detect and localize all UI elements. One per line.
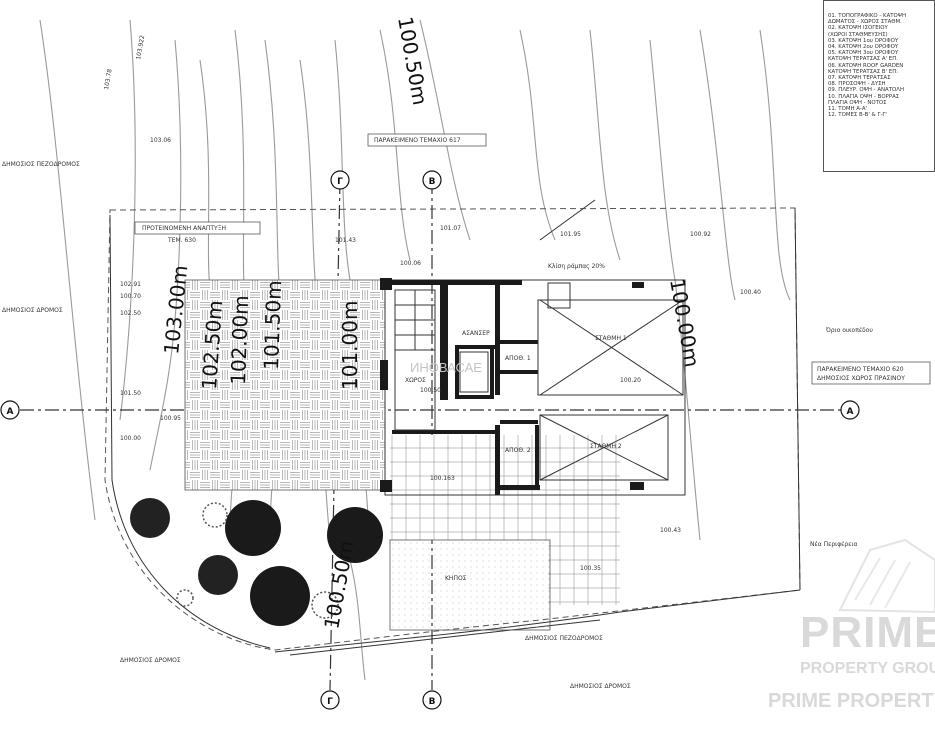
street-label: ΔΗΜΟΣΙΟΣ ΠΕΖΟΔΡΟΜΟΣ <box>2 161 80 168</box>
axis-bubble-gamma-top: Γ <box>330 170 350 190</box>
svg-text:101.50: 101.50 <box>120 390 141 397</box>
legend-item: 12. ΤΟΜΕΣ Β-Β' & Γ-Γ' <box>828 112 887 119</box>
center-watermark: ИНОВАСАЕ <box>410 360 482 375</box>
svg-text:Γ: Γ <box>337 177 343 187</box>
legend-item: ΔΩΜΑΤΟΣ - ΧΩΡΟΣ ΣΤΑΘΜ. <box>828 19 902 26</box>
contour-label: 101.00m <box>338 301 362 390</box>
axis-bubble-beta-top: Β <box>422 170 442 190</box>
legend-item: 04. ΚΑΤΟΨΗ 2ου ΟΡΟΦΟΥ <box>828 44 899 51</box>
axis-bubble-beta-bottom: Β <box>422 690 442 710</box>
svg-text:ΠΡΟΤΕΙΝΟΜΕΝΗ ΑΝΑΠΤΥΞΗ: ΠΡΟΤΕΙΝΟΜΕΝΗ ΑΝΑΠΤΥΞΗ <box>142 225 226 232</box>
legend-header <box>824 1 934 13</box>
svg-text:ΠΑΡΑΚΕΙΜΕΝΟ ΤΕΜΑΧΙΟ 617: ΠΑΡΑΚΕΙΜΕΝΟ ΤΕΜΑΧΙΟ 617 <box>374 137 461 144</box>
storage-label: ΑΠΟΘ. 1 <box>505 355 531 362</box>
svg-text:102.91: 102.91 <box>120 281 141 288</box>
parking-label: ΣΤΑΘΜΗ 2 <box>590 443 622 450</box>
room-label: ΧΩΡΟΣ <box>405 377 426 384</box>
svg-text:103.06: 103.06 <box>150 137 171 144</box>
brand-watermark-sub2: PRIME PROPERTY <box>768 690 935 712</box>
svg-text:100.43: 100.43 <box>660 527 681 534</box>
svg-text:100.06: 100.06 <box>400 260 421 267</box>
legend-item: 07. ΚΑΤΟΨΗ ΤΕΡΑΤΣΑΣ <box>828 75 891 82</box>
svg-text:101.95: 101.95 <box>560 231 581 238</box>
svg-text:Γ: Γ <box>327 697 333 707</box>
contour-label: 101.50m <box>259 280 286 370</box>
axis-bubble-gamma-bottom: Γ <box>320 690 340 710</box>
legend-item: 09. ΠΛΕΥΡ. ΟΨΗ - ΑΝΑΤΟΛΗ <box>828 87 905 94</box>
street-label: ΔΗΜΟΣΙΟΣ ΠΕΖΟΔΡΟΜΟΣ <box>525 635 603 642</box>
svg-text:100.92: 100.92 <box>690 231 711 238</box>
neighbor-label-620: ΠΑΡΑΚΕΙΜΕΝΟ ΤΕΜΑΧΙΟ 620 ΔΗΜΟΣΙΟΣ ΧΩΡΟΣ Π… <box>811 361 931 385</box>
brand-watermark: PRIME <box>800 608 935 657</box>
svg-text:102.50: 102.50 <box>120 310 141 317</box>
svg-text:100.70: 100.70 <box>120 293 141 300</box>
svg-text:ΠΑΡΑΚΕΙΜΕΝΟ ΤΕΜΑΧΙΟ 620: ΠΑΡΑΚΕΙΜΕΝΟ ΤΕΜΑΧΙΟ 620 <box>817 366 904 373</box>
svg-text:100.35: 100.35 <box>580 565 601 572</box>
legend-item: 11. ΤΟΜΗ Α-Α' <box>828 106 868 113</box>
ramp-label: Κλίση ράμπας 20% <box>548 263 605 270</box>
svg-text:Α: Α <box>847 407 854 417</box>
legend-item: 03. ΚΑΤΟΨΗ 1ου ΟΡΟΦΟΥ <box>828 37 899 44</box>
svg-text:100.163: 100.163 <box>430 475 455 482</box>
svg-text:100.00: 100.00 <box>120 435 141 442</box>
legend-item: ΠΛΑΓΙΑ ΟΨΗ - ΝΟΤΟΣ <box>828 99 887 106</box>
svg-text:100.50: 100.50 <box>420 387 441 394</box>
room-label: ΑΣΑΝΣΕΡ <box>462 330 490 337</box>
contour-label: 100.00m <box>665 277 704 369</box>
axis-bubble-alpha-right: Α <box>840 400 860 420</box>
svg-text:103.922: 103.922 <box>135 35 146 61</box>
svg-text:101.43: 101.43 <box>335 237 356 244</box>
boundary-label: Όριο οικοπέδου <box>825 327 873 334</box>
svg-text:101.07: 101.07 <box>440 225 461 232</box>
legend-item: (ΧΩΡΟΙ ΣΤΑΘΜΕΥΣΗΣ) <box>828 31 888 38</box>
svg-text:100.40: 100.40 <box>740 289 761 296</box>
legend-item: 05. ΚΑΤΟΨΗ 3ου ΟΡΟΦΟΥ <box>828 50 899 57</box>
garden-area <box>389 539 551 631</box>
storage-label: ΑΠΟΘ. 2 <box>505 447 531 454</box>
svg-text:ΤΕΜ. 630: ΤΕΜ. 630 <box>167 237 196 244</box>
street-label: ΔΗΜΟΣΙΟΣ ΔΡΟΜΟΣ <box>570 683 631 690</box>
contour-label: 102.00m <box>226 295 253 385</box>
svg-text:100.20: 100.20 <box>620 377 641 384</box>
svg-text:100.95: 100.95 <box>160 415 181 422</box>
svg-text:Α: Α <box>7 407 14 417</box>
development-label: ΠΡΟΤΕΙΝΟΜΕΝΗ ΑΝΑΠΤΥΞΗ ΤΕΜ. 630 <box>134 221 261 244</box>
parking-label: ΣΤΑΘΜΗ 1 <box>595 335 627 342</box>
drawing-legend: 01. ΤΟΠΟΓΡΑΦΙΚΟ - ΚΑΤΟΨΗ ΔΩΜΑΤΟΣ - ΧΩΡΟΣ… <box>823 0 935 172</box>
boundary-label: Νέα Περιφέρεια <box>810 541 857 548</box>
brand-logo-icon <box>838 538 935 614</box>
contour-label: 100.50m <box>319 539 358 631</box>
svg-text:Β: Β <box>429 177 436 187</box>
contour-label: 100.50m <box>393 15 432 107</box>
legend-item: ΚΑΤΟΨΗ ΤΕΡΑΤΣΑΣ Β' ΕΠ. <box>828 68 898 75</box>
svg-text:103.78: 103.78 <box>103 68 114 90</box>
trees <box>130 498 383 626</box>
legend-item: 10. ΠΛΑΓΙΑ ΟΨΗ - ΒΟΡΡΑΣ <box>828 93 900 100</box>
garden-label: ΚΗΠΟΣ <box>445 575 467 582</box>
svg-text:ΔΗΜΟΣΙΟΣ ΧΩΡΟΣ ΠΡΑΣΙΝΟΥ: ΔΗΜΟΣΙΟΣ ΧΩΡΟΣ ΠΡΑΣΙΝΟΥ <box>817 375 905 382</box>
building-walls <box>380 278 686 496</box>
paved-area <box>184 279 386 491</box>
street-label: ΔΗΜΟΣΙΟΣ ΔΡΟΜΟΣ <box>2 307 63 314</box>
legend-item: 08. ΠΡΟΣΟΨΗ - ΔΥΣΗ <box>828 81 886 88</box>
legend-item: 02. ΚΑΤΟΨΗ ΙΣΟΓΕΙΟΥ <box>828 25 888 32</box>
street-label: ΔΗΜΟΣΙΟΣ ΔΡΟΜΟΣ <box>120 657 181 664</box>
tiled-area-east <box>548 495 620 605</box>
legend-item: 06. ΚΑΤΟΨΗ ROOF GARDEN <box>828 62 904 69</box>
neighbor-label-617: ΠΑΡΑΚΕΙΜΕΝΟ ΤΕΜΑΧΙΟ 617 <box>367 133 487 147</box>
svg-text:Β: Β <box>429 697 436 707</box>
legend-item: 01. ΤΟΠΟΓΡΑΦΙΚΟ - ΚΑΤΟΨΗ <box>828 13 907 19</box>
spot-levels: 103.78 103.922 103.06 102.91 100.70 102.… <box>103 35 761 572</box>
legend-item: ΚΑΤΟΨΗ ΤΕΡΑΤΣΑΣ Α' ΕΠ. <box>828 56 898 63</box>
axis-bubble-alpha-left: Α <box>0 400 20 420</box>
